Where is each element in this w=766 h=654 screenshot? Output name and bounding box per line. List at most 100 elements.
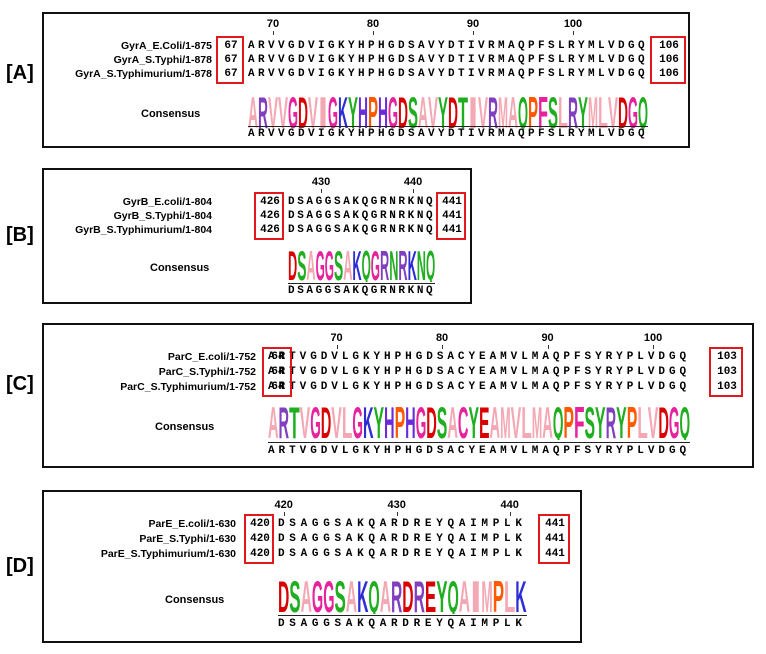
ruler-tick-mark bbox=[442, 345, 444, 349]
logo-letter: G bbox=[328, 89, 338, 130]
logo-letter: V bbox=[478, 89, 488, 130]
logo-letter: D bbox=[398, 89, 408, 130]
sequence-name: GyrB_E.coli/1-804 bbox=[122, 196, 212, 208]
ruler-tick-mark bbox=[573, 31, 574, 35]
sequence-name: ParC_S.Typhimurium/1-752 bbox=[120, 381, 256, 393]
alignment-panel-gyra bbox=[42, 12, 690, 148]
logo-letter: A bbox=[301, 573, 312, 614]
logo-letter: V bbox=[308, 89, 318, 130]
start-position: 64 bbox=[271, 351, 285, 363]
end-highlight-box bbox=[436, 192, 466, 240]
logo-letter: Q bbox=[638, 89, 648, 130]
logo-letter: D bbox=[278, 573, 289, 614]
consensus-sequence: DSAGGSAKQARDREYQAIMPLK bbox=[278, 618, 527, 630]
end-highlight-box bbox=[650, 36, 686, 84]
logo-letter: R bbox=[279, 399, 290, 440]
panel-label-a: [A] bbox=[6, 62, 34, 84]
start-highlight-box bbox=[254, 192, 284, 240]
logo-letter: M bbox=[498, 89, 508, 130]
alignment-panel-parc bbox=[42, 323, 754, 468]
sequence-residues: DSAGGSAKQARDREYQAIMPLK bbox=[278, 548, 527, 560]
logo-letter: Y bbox=[616, 399, 627, 440]
sequence-name: GyrB_S.Typhimurium/1-804 bbox=[75, 224, 212, 236]
ruler-tick-mark bbox=[509, 512, 511, 516]
logo-letter: G bbox=[316, 242, 325, 282]
sequence-name: ParE_S.Typhimurium/1-630 bbox=[100, 548, 236, 560]
sequence-residues: ARTVGDVLGKYHPHGDSACYEAMVLMAQPFSYRYPLVDGQ bbox=[268, 381, 691, 393]
start-position: 420 bbox=[250, 518, 270, 530]
ruler-tick-mark bbox=[413, 189, 415, 193]
logo-letter: T bbox=[289, 399, 300, 440]
logo-letter: I bbox=[468, 89, 478, 130]
logo-letter: N bbox=[417, 242, 426, 282]
sequence-residues: DSAGGSAKQARDREYQAIMPLK bbox=[278, 533, 527, 545]
logo-letter: H bbox=[358, 89, 368, 130]
logo-letter: M bbox=[588, 89, 598, 130]
sequence-name: GyrB_S.Typhi/1-804 bbox=[113, 210, 212, 222]
logo-letter: A bbox=[346, 573, 357, 614]
logo-letter: A bbox=[490, 399, 501, 440]
logo-letter: M bbox=[481, 573, 492, 614]
end-position: 441 bbox=[442, 224, 462, 236]
logo-letter: S bbox=[334, 242, 343, 282]
logo-letter: A bbox=[542, 399, 553, 440]
logo-letter: G bbox=[312, 573, 323, 614]
logo-letter: D bbox=[321, 399, 332, 440]
sequence-name: ParC_S.Typhi/1-752 bbox=[158, 366, 256, 378]
sequence-name: GyrA_E.Coli/1-875 bbox=[120, 40, 212, 52]
consensus-divider bbox=[248, 126, 648, 127]
ruler-tick-label: 70 bbox=[266, 18, 280, 30]
logo-letter: E bbox=[479, 399, 490, 440]
sequence-residues: ARTVGDVLGKYHPHGDSACYEAMVLMAQPFSYRYPLVDGQ bbox=[268, 366, 691, 378]
logo-letter: S bbox=[437, 399, 448, 440]
ruler-tick-label: 90 bbox=[541, 332, 554, 344]
sequence-residues: DSAGGSAKQGRNRKNQ bbox=[288, 224, 436, 236]
sequence-residues: ARVVGDVIGKYHPHGDSAVYDTIVRMAQPFSLRYMLVDGQ bbox=[248, 40, 649, 52]
consensus-divider bbox=[288, 283, 436, 284]
logo-letter: P bbox=[627, 399, 638, 440]
start-position: 67 bbox=[224, 40, 238, 52]
logo-letter: R bbox=[391, 573, 402, 614]
ruler-tick-label: 70 bbox=[330, 332, 343, 344]
logo-letter: A bbox=[248, 89, 258, 130]
logo-letter: G bbox=[388, 89, 398, 130]
logo-letter: G bbox=[628, 89, 638, 130]
start-position: 426 bbox=[260, 196, 280, 208]
ruler-tick-mark bbox=[547, 345, 549, 349]
logo-letter: A bbox=[459, 573, 470, 614]
logo-letter: Q bbox=[362, 242, 371, 282]
alignment-panel-gyrb bbox=[42, 168, 472, 304]
ruler-tick-label: 100 bbox=[643, 332, 663, 344]
logo-letter: V bbox=[268, 89, 278, 130]
logo-letter: Y bbox=[348, 89, 358, 130]
logo-letter: S bbox=[289, 573, 300, 614]
logo-letter: A bbox=[268, 399, 279, 440]
logo-letter: S bbox=[335, 573, 346, 614]
sequence-residues: ARTVGDVLGKYHPHGDSACYEAMVLMAQPFSYRYPLVDGQ bbox=[268, 351, 691, 363]
logo-letter: R bbox=[568, 89, 578, 130]
logo-letter: V bbox=[300, 399, 311, 440]
logo-letter: I bbox=[318, 89, 328, 130]
logo-letter: C bbox=[458, 399, 469, 440]
end-position: 441 bbox=[545, 533, 565, 545]
logo-letter: K bbox=[363, 399, 374, 440]
ruler-tick-label: 430 bbox=[387, 499, 406, 511]
ruler-tick-label: 90 bbox=[466, 18, 480, 30]
start-position: 420 bbox=[250, 533, 270, 545]
ruler-tick-label: 440 bbox=[403, 176, 423, 188]
start-position: 64 bbox=[271, 381, 285, 393]
logo-letter: A bbox=[447, 399, 458, 440]
logo-letter: Q bbox=[679, 399, 690, 440]
consensus-divider bbox=[268, 442, 690, 443]
start-highlight-box bbox=[216, 36, 244, 84]
logo-letter: V bbox=[278, 89, 288, 130]
logo-letter: K bbox=[352, 242, 361, 282]
sequence-residues: DSAGGSAKQARDREYQAIMPLK bbox=[278, 518, 527, 530]
end-position: 103 bbox=[717, 366, 737, 378]
logo-letter: Q bbox=[368, 573, 379, 614]
sequence-name: ParC_E.coli/1-752 bbox=[167, 351, 256, 363]
logo-letter: V bbox=[428, 89, 438, 130]
logo-letter: R bbox=[414, 573, 425, 614]
ruler-tick-label: 100 bbox=[563, 18, 583, 30]
